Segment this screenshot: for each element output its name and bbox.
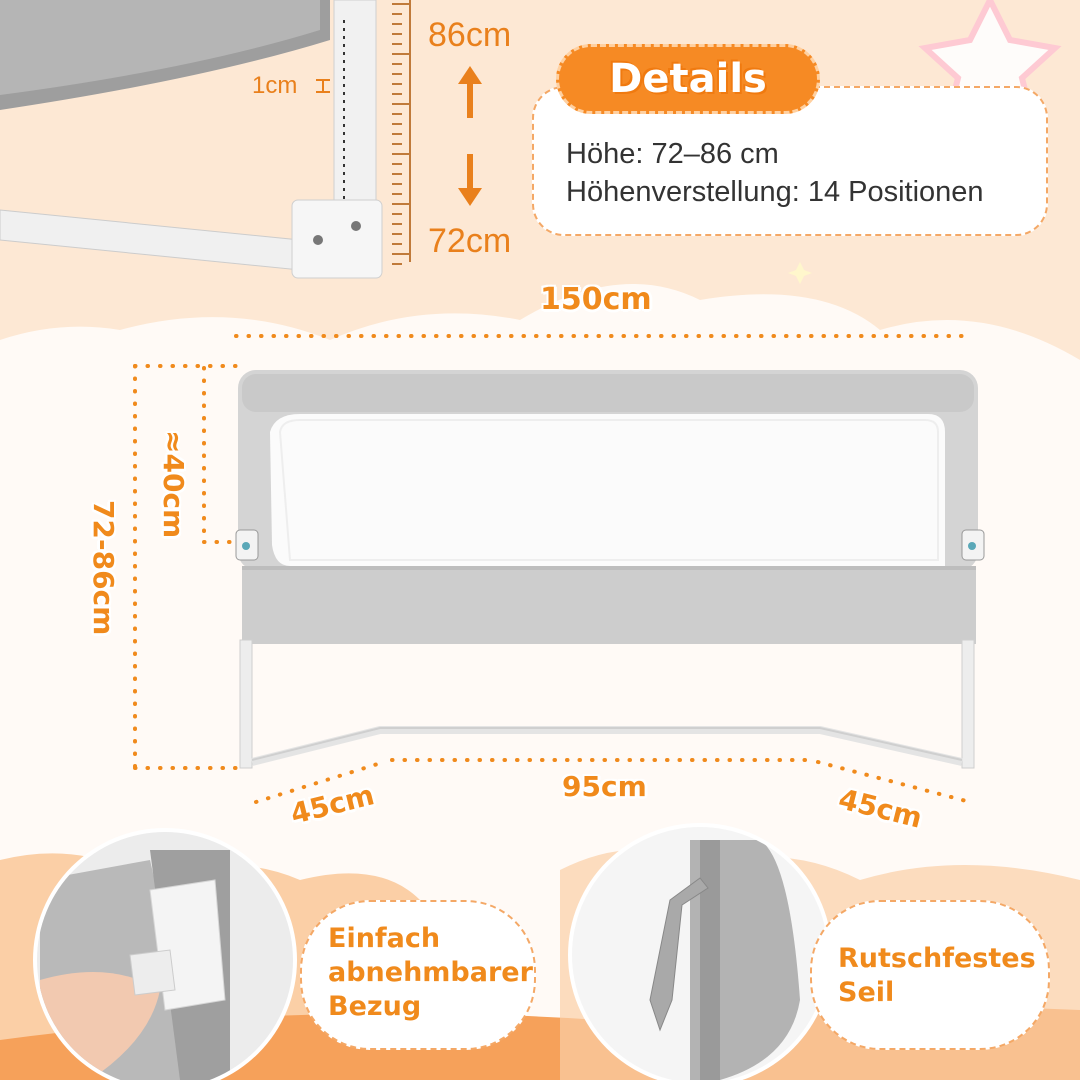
total-height-label: 72-86cm (87, 500, 120, 636)
height-range-text: Höhe: 72–86 cm (566, 138, 779, 170)
feature-cover-line2: abnehmbarer (328, 957, 533, 988)
bed-rail (235, 370, 985, 769)
rope-closeup (568, 823, 832, 1080)
center-length-label: 95cm (562, 770, 647, 803)
dimension-lines (133, 334, 974, 804)
min-height-label: 72cm (428, 222, 512, 260)
feature-cover-line1: Einfach (328, 923, 441, 954)
height-positions-text: Höhenverstellung: 14 Positionen (566, 176, 984, 208)
sparkle-icon (788, 262, 812, 284)
mesh-height-label: ≈40cm (157, 430, 190, 539)
step-marker (316, 79, 330, 93)
details-badge: Details (556, 44, 820, 114)
step-label: 1cm (252, 72, 298, 99)
feature-rope-line2: Seil (838, 977, 895, 1008)
feature-rope-line1: Rutschfestes (838, 943, 1036, 974)
feature-pill-rope (810, 900, 1050, 1050)
max-height-label: 86cm (428, 16, 512, 54)
height-adjust-closeup (0, 0, 383, 279)
ruler (392, 0, 411, 265)
width-label: 150cm (540, 282, 652, 317)
feature-cover-line3: Bezug (328, 991, 422, 1022)
down-arrow-icon (458, 154, 482, 206)
details-title: Details (609, 56, 767, 102)
feature-pill-cover (300, 900, 536, 1050)
up-arrow-icon (458, 66, 482, 118)
cover-closeup (33, 828, 297, 1080)
